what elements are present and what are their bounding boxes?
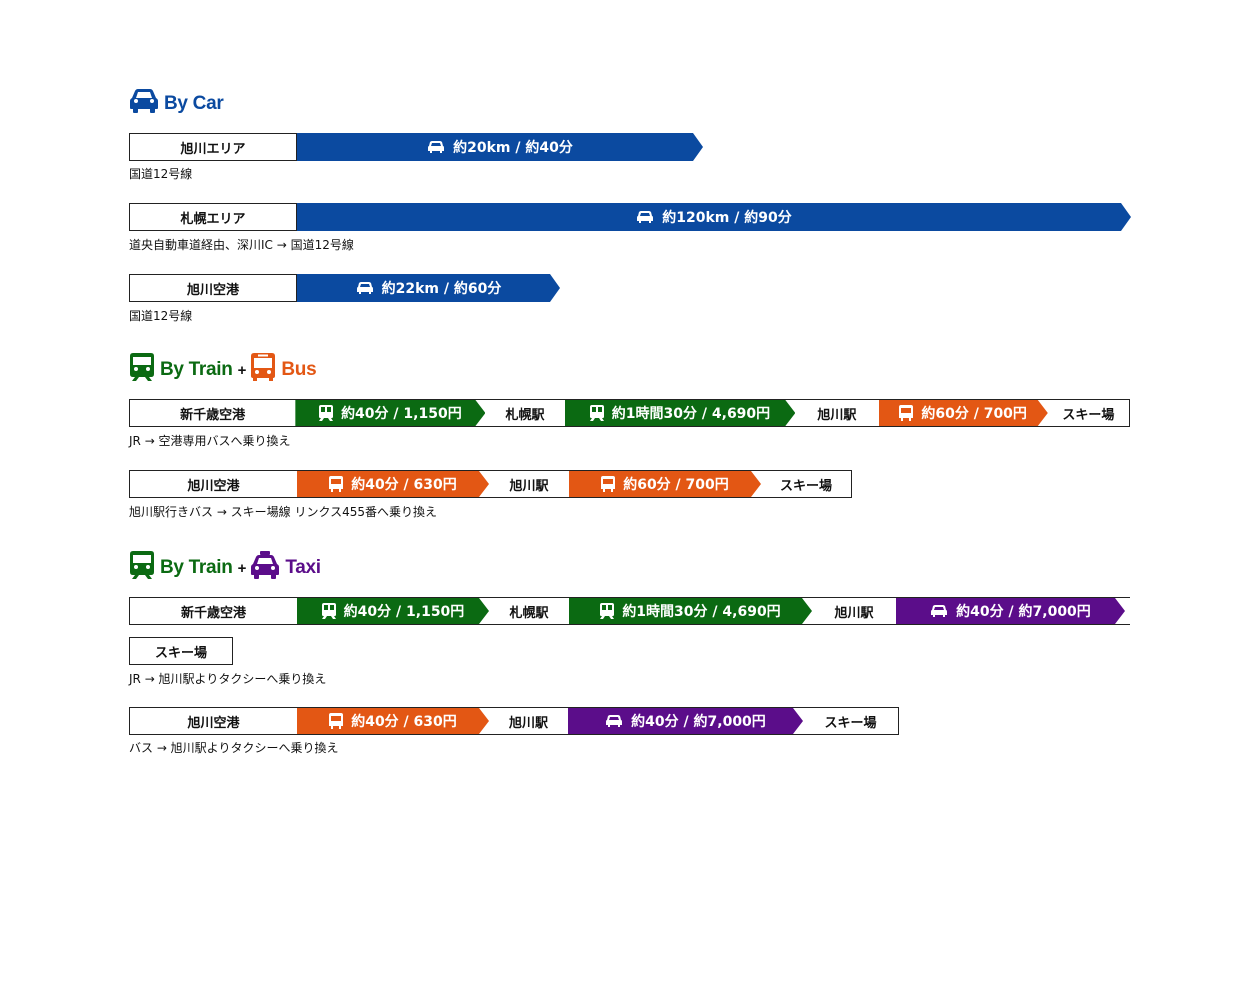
taxi-segment: 約40分 / 約7,000円: [896, 598, 1125, 624]
car-icon: [129, 88, 159, 120]
train-icon: [129, 550, 155, 586]
origin-place: 札幌エリア: [129, 203, 297, 231]
origin-place: 新千歳空港: [129, 400, 296, 426]
route-note: 国道12号線: [129, 167, 193, 181]
by-car-label: By Car: [164, 93, 224, 114]
train-icon: [322, 603, 336, 619]
taxi-segment-label: 約40分 / 約7,000円: [956, 604, 1091, 620]
route-note: バス → 旭川駅よりタクシーへ乗り換え: [129, 741, 339, 755]
by-train-label: By Train: [160, 557, 233, 578]
transfer-place: 旭川駅: [802, 598, 896, 624]
car-route-sapporo-area: 札幌エリア 約120km / 約90分: [129, 203, 1131, 231]
taxi-icon: [930, 604, 948, 618]
plus-sign: +: [237, 361, 247, 379]
transfer-place: 旭川駅: [479, 708, 568, 734]
train-segment-label: 約1時間30分 / 4,690円: [622, 604, 781, 620]
origin-place: 新千歳空港: [129, 598, 297, 624]
train-icon: [590, 405, 604, 421]
car-route-asahikawa-area: 旭川エリア 約20km / 約40分: [129, 133, 703, 161]
car-segment: 約20km / 約40分: [297, 133, 703, 161]
taxi-label: Taxi: [285, 557, 321, 578]
bus-segment: 約40分 / 630円: [297, 708, 489, 734]
train-taxi-route-chitose: 新千歳空港 約40分 / 1,150円 札幌駅 約1時間30分 / 4,690円…: [129, 597, 1130, 625]
route-note: 旭川駅行きバス → スキー場線 リンクス455番へ乗り換え: [129, 505, 438, 519]
destination-place: スキー場: [793, 708, 899, 734]
route-note: JR → 空港専用バスへ乗り換え: [129, 434, 291, 448]
car-icon: [356, 281, 374, 295]
bus-icon: [250, 352, 276, 388]
bus-segment: 約60分 / 700円: [879, 400, 1048, 426]
train-icon: [319, 405, 333, 421]
car-segment: 約120km / 約90分: [297, 203, 1131, 231]
train-segment-label: 約40分 / 1,150円: [341, 406, 462, 422]
bus-icon: [329, 713, 343, 729]
taxi-icon: [250, 550, 280, 586]
origin-place: 旭川エリア: [129, 133, 297, 161]
train-bus-route-chitose: 新千歳空港 約40分 / 1,150円 札幌駅 約1時間30分 / 4,690円…: [129, 399, 1130, 427]
train-icon: [129, 352, 155, 388]
taxi-segment-label: 約40分 / 約7,000円: [631, 714, 766, 730]
destination-place: スキー場: [1037, 400, 1130, 426]
bus-segment-label: 約60分 / 700円: [921, 406, 1027, 422]
car-segment-label: 約22km / 約60分: [381, 281, 502, 297]
train-segment: 約1時間30分 / 4,690円: [569, 598, 812, 624]
taxi-icon: [605, 714, 623, 728]
bus-icon: [601, 476, 615, 492]
transfer-place: 札幌駅: [479, 598, 569, 624]
train-segment-label: 約40分 / 1,150円: [343, 604, 465, 620]
car-icon: [427, 140, 445, 154]
destination-place: スキー場: [751, 471, 852, 497]
by-car-heading: By Car: [129, 88, 224, 120]
by-train-label: By Train: [160, 359, 233, 380]
route-note: 国道12号線: [129, 309, 193, 323]
transfer-place: 旭川駅: [479, 471, 569, 497]
bus-label: Bus: [281, 359, 317, 380]
origin-place: 旭川空港: [129, 274, 297, 302]
destination-place: スキー場: [129, 637, 233, 665]
transfer-place: 旭川駅: [785, 400, 879, 426]
train-bus-route-asahikawa-airport: 旭川空港 約40分 / 630円 旭川駅 約60分 / 700円 スキー場: [129, 470, 852, 498]
bus-segment-label: 約40分 / 630円: [351, 477, 457, 493]
train-taxi-route-chitose-destination: スキー場: [129, 637, 233, 665]
train-taxi-heading: By Train + Taxi: [129, 550, 321, 586]
route-note: 道央自動車道経由、深川IC → 国道12号線: [129, 238, 354, 252]
car-segment-label: 約20km / 約40分: [453, 140, 573, 156]
train-taxi-route-asahikawa-airport: 旭川空港 約40分 / 630円 旭川駅 約40分 / 約7,000円 スキー場: [129, 707, 899, 735]
plus-sign: +: [237, 559, 247, 577]
route-note: JR → 旭川駅よりタクシーへ乗り換え: [129, 672, 327, 686]
car-icon: [636, 210, 654, 224]
car-segment: 約22km / 約60分: [297, 274, 560, 302]
bus-segment: 約40分 / 630円: [297, 471, 489, 497]
transfer-place: 札幌駅: [475, 400, 565, 426]
train-segment: 約40分 / 1,150円: [295, 400, 485, 426]
car-route-asahikawa-airport: 旭川空港 約22km / 約60分: [129, 274, 560, 302]
car-segment-label: 約120km / 約90分: [662, 210, 792, 226]
bus-segment-label: 約60分 / 700円: [623, 477, 729, 493]
train-bus-heading: By Train + Bus: [129, 352, 317, 388]
bus-icon: [899, 405, 913, 421]
train-segment: 約1時間30分 / 4,690円: [565, 400, 796, 426]
origin-place: 旭川空港: [129, 708, 297, 734]
train-segment: 約40分 / 1,150円: [297, 598, 489, 624]
train-segment-label: 約1時間30分 / 4,690円: [611, 406, 771, 422]
bus-segment-label: 約40分 / 630円: [351, 714, 457, 730]
origin-place: 旭川空港: [129, 471, 297, 497]
bus-segment: 約60分 / 700円: [569, 471, 761, 497]
taxi-segment: 約40分 / 約7,000円: [568, 708, 803, 734]
train-icon: [600, 603, 614, 619]
bus-icon: [329, 476, 343, 492]
